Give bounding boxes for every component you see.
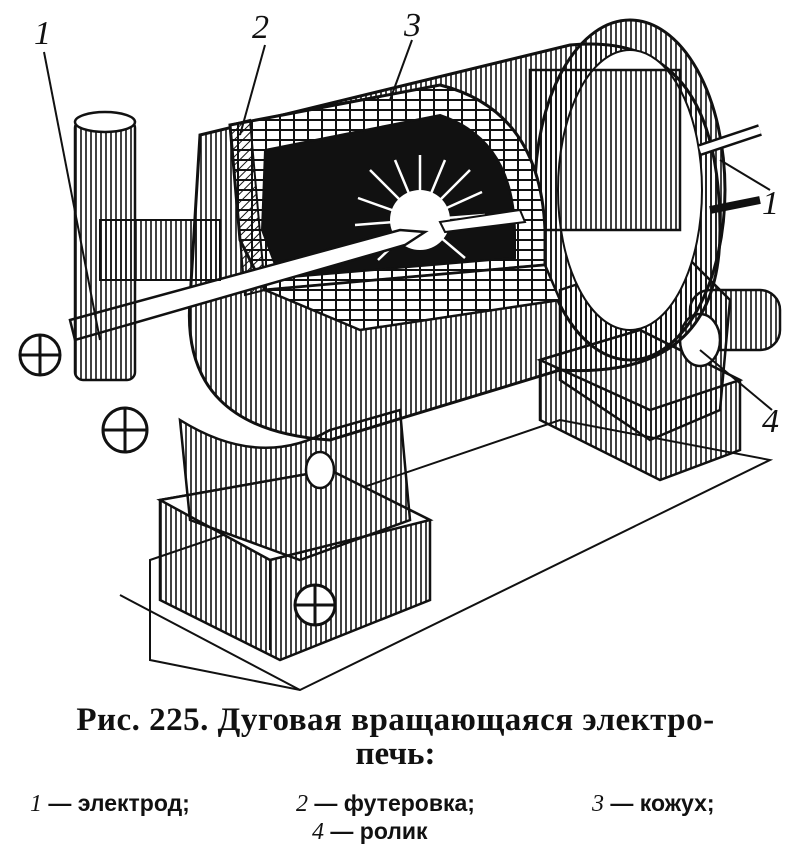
handwheel-base (293, 583, 337, 627)
legend-text: — кожух; (604, 790, 715, 816)
legend-item-shell: 3 — кожух; (592, 790, 715, 818)
legend-text: — футеровка; (308, 790, 475, 816)
electrode-holder-column (73, 110, 221, 382)
legend-num: 1 (30, 791, 42, 817)
callout-2: 2 (252, 9, 269, 46)
legend-item-lining: 2 — футеровка; (296, 790, 475, 818)
legend-item-electrode: 1 — электрод; (30, 790, 190, 818)
legend-text: — электрод; (42, 790, 190, 816)
callout-1-left: 1 (34, 15, 51, 52)
leader-lines (43, 39, 773, 411)
legend-item-roller: 4 — ролик (312, 818, 428, 846)
figure-caption: Рис. 225. Дуговая вращающаяся электро- п… (0, 700, 791, 772)
legend-text: — ролик (324, 818, 428, 844)
legend-num: 3 (592, 791, 604, 817)
legend-num: 2 (296, 791, 308, 817)
callout-4: 4 (762, 403, 779, 440)
handwheel-lower (101, 406, 149, 454)
furnace-illustration: 1 2 3 1 4 (18, 7, 782, 692)
caption-line-2: печь: (355, 736, 436, 772)
callout-3: 3 (403, 7, 421, 44)
legend-num: 4 (312, 819, 324, 845)
handwheel-upper (18, 333, 62, 377)
callout-1-right: 1 (762, 185, 779, 222)
caption-line-1: Рис. 225. Дуговая вращающаяся электро- (76, 702, 715, 738)
front-roller-support (178, 408, 412, 562)
furnace-drum (187, 18, 762, 442)
